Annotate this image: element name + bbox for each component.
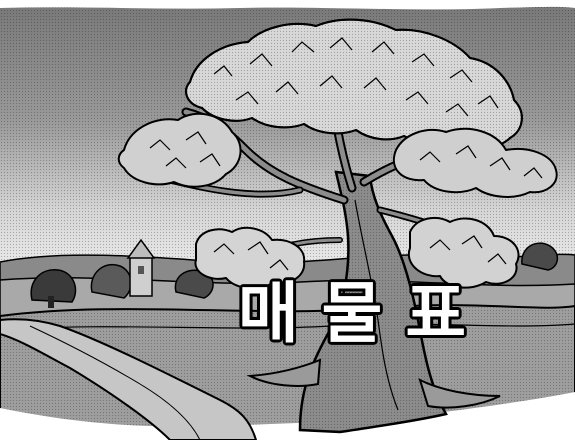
tree-canopy [117, 18, 558, 290]
distant-trees [30, 242, 559, 308]
tree-trunk [246, 170, 501, 434]
leaf-details [149, 37, 543, 271]
title-text: 매 물 표 [238, 275, 466, 352]
distant-church [126, 238, 156, 297]
dirt-path [0, 318, 258, 440]
